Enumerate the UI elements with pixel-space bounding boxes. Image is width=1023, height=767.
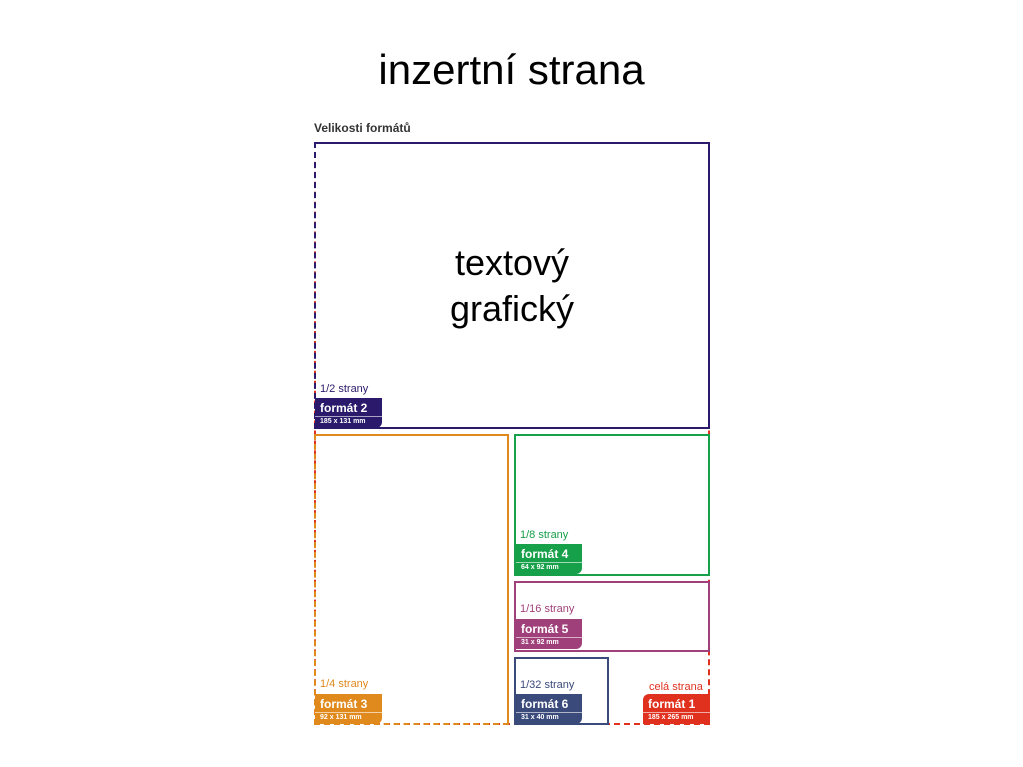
format4-name: formát 4 (521, 547, 569, 561)
format6-size: 31 x 40 mm (516, 712, 582, 724)
format3-name: formát 3 (320, 697, 368, 711)
format5-box (514, 581, 710, 652)
center-text: textový grafický (314, 240, 710, 332)
format2-size: 185 x 131 mm (315, 416, 382, 428)
format2-name: formát 2 (320, 401, 368, 415)
format5-size: 31 x 92 mm (516, 637, 582, 649)
format4-fraction: 1/8 strany (520, 529, 569, 541)
format1-size: 185 x 265 mm (643, 712, 710, 724)
format3-badge: formát 3 92 x 131 mm (315, 694, 382, 724)
format1-fraction: celá strana (649, 681, 703, 693)
format6-badge: formát 6 31 x 40 mm (516, 694, 582, 724)
format4-size: 64 x 92 mm (516, 562, 582, 574)
center-text-line2: grafický (449, 288, 575, 329)
format4-badge: formát 4 64 x 92 mm (516, 544, 582, 574)
format1-badge: formát 1 185 x 265 mm (643, 694, 710, 724)
format3-size: 92 x 131 mm (315, 712, 382, 724)
format2-badge: formát 2 185 x 131 mm (315, 398, 382, 428)
format6-box (514, 657, 609, 725)
format5-fraction: 1/16 strany (520, 603, 575, 615)
format3-fraction: 1/4 strany (320, 678, 369, 690)
format1-name: formát 1 (648, 697, 696, 711)
format4-box (514, 434, 710, 576)
format2-box (314, 142, 710, 429)
diagram-caption: Velikosti formátů (314, 121, 411, 135)
format3-box (314, 434, 509, 725)
format5-badge: formát 5 31 x 92 mm (516, 619, 582, 649)
format6-fraction: 1/32 strany (520, 679, 575, 691)
center-text-line1: textový (454, 242, 570, 283)
format2-fraction: 1/2 strany (320, 383, 369, 395)
format5-name: formát 5 (521, 622, 569, 636)
slide-title: inzertní strana (378, 46, 645, 93)
format6-name: formát 6 (521, 697, 569, 711)
